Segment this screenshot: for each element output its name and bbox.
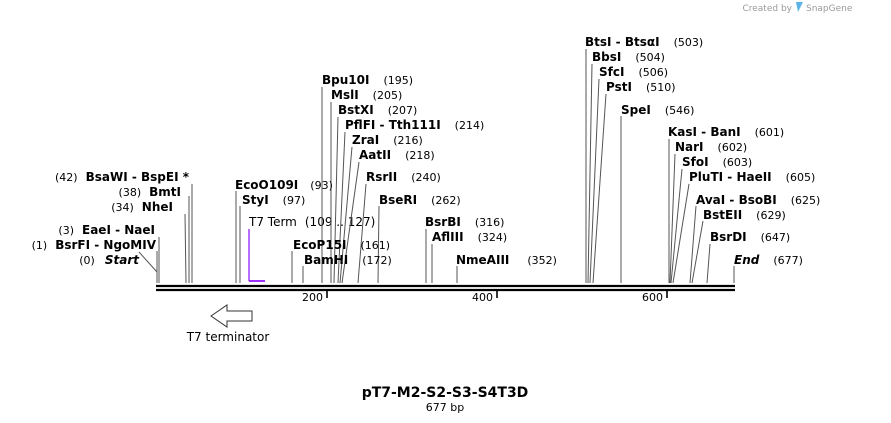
site-label-eaei[interactable]: (3)EaeI - NaeI: [58, 223, 155, 237]
site-label-sfoi[interactable]: SfoI(603): [682, 155, 752, 169]
site-line-aatii: [341, 161, 360, 284]
site-label-nari[interactable]: NarI(602): [675, 140, 747, 154]
ruler-label-400: 400: [472, 291, 493, 304]
site-label-kasi[interactable]: KasI - BanI(601): [668, 125, 784, 139]
site-label-afliii[interactable]: AflIII(324): [432, 230, 507, 244]
t7-term-label[interactable]: T7 Term(109 .. 127): [248, 215, 375, 229]
site-line-bbsi: [587, 63, 593, 284]
site-line-nari: [669, 153, 676, 284]
site-label-rsrii[interactable]: RsrII(240): [366, 170, 441, 184]
site-line-bsrdi: [706, 243, 711, 284]
site-label-bmti[interactable]: (38)BmtI: [119, 185, 181, 199]
site-label-bsrfi[interactable]: (1)BsrFI - NgoMIV: [32, 238, 157, 252]
site-label-styi[interactable]: StyI(97): [242, 193, 305, 207]
site-line-psti: [592, 93, 607, 284]
site-label-end[interactable]: End(677): [734, 253, 803, 267]
site-label-pflfi[interactable]: PflFI - Tth111I(214): [345, 118, 484, 132]
site-line-zrai: [339, 146, 353, 284]
created-by-label: Created by: [742, 4, 792, 14]
site-label-bsrbi[interactable]: BsrBI(316): [425, 215, 504, 229]
site-label-bbsi[interactable]: BbsI(504): [592, 50, 665, 64]
snapgene-label[interactable]: SnapGene: [806, 4, 853, 14]
site-label-bsrdi[interactable]: BsrDI(647): [710, 230, 790, 244]
map-length: 677 bp: [426, 401, 464, 414]
snapgene-logo-icon: [796, 2, 803, 12]
site-line-nhei: [184, 213, 187, 284]
site-line-pluti: [672, 183, 690, 284]
site-label-nmeaiii[interactable]: NmeAIII(352): [456, 253, 557, 267]
site-label-bsteii[interactable]: BstEII(629): [703, 208, 786, 222]
site-line-rsrii: [357, 183, 367, 284]
site-leader-lines: [138, 49, 735, 284]
site-label-bstxi[interactable]: BstXI(207): [338, 103, 417, 117]
site-label-zrai[interactable]: ZraI(216): [352, 133, 423, 147]
site-line-bsteii: [691, 220, 704, 284]
site-label-ecop15i[interactable]: EcoP15I(161): [293, 238, 390, 252]
site-label-pluti[interactable]: PluTI - HaeII(605): [689, 170, 815, 184]
site-label-bamhi[interactable]: BamHI(172): [304, 253, 392, 267]
map-title: pT7-M2-S2-S3-S4T3D: [362, 385, 529, 401]
site-line-bstxi: [333, 116, 339, 284]
site-label-spei[interactable]: SpeI(546): [621, 103, 694, 117]
site-line-pflfi: [337, 131, 346, 284]
ruler-label-200: 200: [302, 291, 323, 304]
ruler-label-600: 600: [642, 291, 663, 304]
site-label-aatii[interactable]: AatII(218): [359, 148, 435, 162]
site-label-start[interactable]: (0)Start: [79, 253, 140, 267]
site-label-psti[interactable]: PstI(510): [606, 80, 676, 94]
site-label-bsawi[interactable]: (42)BsaWI - BspEI *: [55, 170, 190, 184]
site-label-btsi[interactable]: BtsI - BtsαI(503): [585, 35, 703, 49]
t7-terminator-arrow[interactable]: [210, 304, 253, 328]
site-label-nhei[interactable]: (34)NheI: [111, 200, 173, 214]
site-labels: (0)Start (1)BsrFI - NgoMIV (3)EaeI - Nae…: [32, 35, 821, 267]
ruler: 200 400 600: [302, 290, 668, 304]
t7-terminator-label: T7 terminator: [186, 330, 270, 344]
site-label-bseri[interactable]: BseRI(262): [379, 193, 461, 207]
site-label-avai[interactable]: AvaI - BsoBI(625): [696, 193, 820, 207]
site-label-msli[interactable]: MslI(205): [331, 88, 402, 102]
site-line-bseri: [377, 205, 380, 284]
site-label-sfci[interactable]: SfcI(506): [599, 65, 668, 79]
site-line-avai: [689, 205, 697, 284]
site-line-sfci: [589, 78, 600, 284]
site-label-ecoo109i[interactable]: EcoO109I(93): [235, 178, 333, 192]
dna-backbone: [156, 284, 735, 292]
site-label-bpu10i[interactable]: Bpu10I(195): [322, 73, 413, 87]
site-line-sfoi: [670, 168, 683, 284]
site-line-start-diag: [138, 251, 158, 273]
